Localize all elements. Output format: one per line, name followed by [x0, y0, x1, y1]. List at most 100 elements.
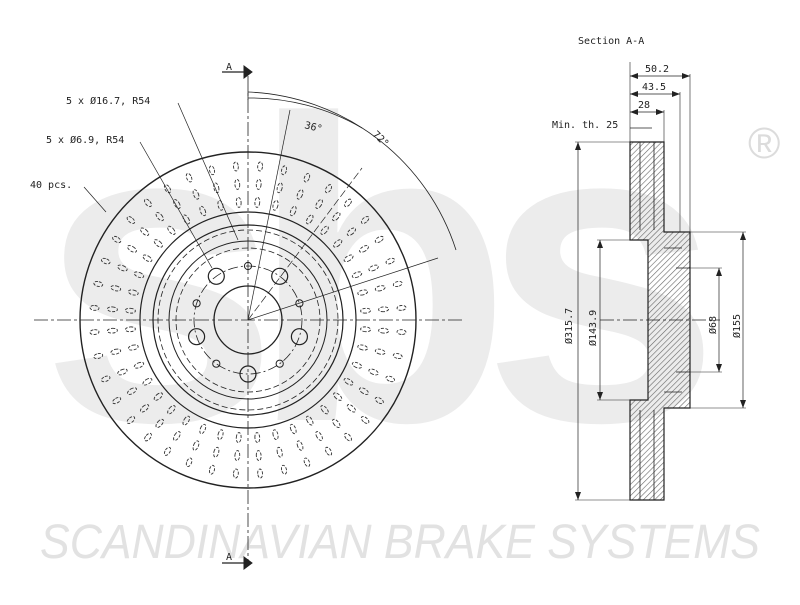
vent-slot: [208, 165, 216, 176]
vent-slot: [374, 396, 384, 405]
vent-slot: [185, 457, 193, 468]
vent-slot: [127, 344, 139, 351]
vent-slot: [324, 446, 333, 456]
watermark-registered-mark: ®: [748, 119, 780, 168]
vent-slots: [89, 161, 407, 479]
bolt-hole: [207, 267, 225, 285]
label-vent-count: 40 pcs.: [30, 180, 72, 191]
vent-slot: [140, 227, 150, 236]
vent-slot: [303, 172, 311, 183]
vent-slot: [93, 280, 104, 288]
vent-slot: [346, 227, 356, 236]
watermark-logo: sbs: [40, 32, 704, 512]
vent-slot: [289, 205, 297, 217]
vent-slot: [315, 431, 323, 441]
vent-slot: [396, 329, 407, 335]
dim-width-hat: 43.5: [642, 82, 666, 93]
vent-slot: [255, 450, 262, 462]
vent-slot: [276, 182, 283, 194]
dim-thickness: 28: [638, 100, 650, 111]
vent-slot: [360, 326, 372, 333]
vent-slot: [333, 392, 343, 401]
vent-slot: [357, 289, 369, 296]
bolt-holes: [188, 261, 308, 383]
vent-slot: [110, 285, 122, 292]
vent-slot: [305, 214, 314, 225]
vent-slot: [110, 348, 122, 355]
vent-slot: [332, 418, 341, 428]
vent-slot: [320, 225, 329, 235]
vent-slot: [378, 306, 390, 313]
vent-slot: [199, 205, 207, 217]
vent-slot: [374, 348, 386, 355]
vent-slot: [185, 172, 193, 183]
vent-slot: [332, 212, 341, 222]
vent-slot: [280, 165, 288, 176]
vent-slot: [234, 450, 241, 462]
vent-slot: [142, 377, 153, 386]
vent-slot: [140, 404, 150, 413]
vent-slot: [234, 178, 241, 190]
vent-slot: [359, 245, 369, 253]
vent-slot: [89, 329, 100, 335]
dim-center-bore: Ø68: [707, 316, 719, 334]
vent-slot: [257, 161, 263, 172]
vent-slot: [173, 431, 181, 441]
vent-slot: [280, 464, 288, 475]
vent-slot: [100, 257, 111, 265]
vent-slot: [126, 216, 136, 224]
vent-slot: [124, 326, 136, 333]
vent-slot: [199, 423, 207, 435]
vent-slot: [392, 352, 403, 360]
vent-slot: [133, 271, 145, 279]
vent-slot: [127, 245, 137, 253]
small-hole: [212, 359, 221, 368]
vent-slot: [106, 327, 118, 334]
vent-slot: [192, 440, 200, 451]
dim-width-total: 50.2: [645, 64, 669, 75]
vent-slot: [133, 361, 145, 369]
dim-inner-diameter: Ø143.9: [587, 310, 599, 346]
small-hole: [192, 299, 201, 308]
vent-slot: [360, 216, 370, 224]
front-view-labels: A A 5 x Ø16.7, R54 5 x Ø6.9, R54 40 pcs.…: [30, 62, 391, 563]
vent-slot: [254, 196, 261, 208]
vent-slot: [374, 235, 384, 244]
vent-slot: [360, 416, 370, 424]
vent-slot: [368, 264, 379, 272]
vent-slot: [305, 415, 314, 426]
vent-slot: [163, 446, 172, 456]
vent-slot: [272, 199, 279, 211]
vent-slot: [357, 344, 369, 351]
vent-slot: [208, 464, 216, 475]
min-thickness: Min. th. 25: [552, 120, 618, 131]
vent-slot: [344, 432, 352, 442]
vent-slot: [153, 392, 163, 401]
vent-slot: [254, 432, 261, 444]
vent-slot: [289, 423, 297, 435]
vent-slot: [167, 225, 176, 235]
vent-slot: [106, 306, 118, 313]
vent-slot: [100, 375, 111, 383]
vent-slot: [127, 289, 139, 296]
vent-slot: [153, 239, 163, 248]
vent-slot: [124, 307, 136, 314]
small-hole: [295, 299, 304, 308]
vent-slot: [167, 405, 176, 415]
vent-slot: [315, 199, 323, 209]
angle-36: 36°: [303, 120, 323, 135]
vent-slot: [112, 235, 122, 244]
dim-outer-diameter: Ø315.7: [563, 308, 575, 344]
vent-slot: [378, 327, 390, 334]
label-small-holes: 5 x Ø6.9, R54: [46, 134, 124, 146]
vent-slot: [255, 178, 262, 190]
watermark: sbs ® SCANDINAVIAN BRAKE SYSTEMS: [40, 32, 780, 569]
vent-slot: [182, 214, 191, 225]
vent-slot: [272, 429, 279, 441]
vent-slot: [333, 239, 343, 248]
vent-slot: [392, 280, 403, 288]
vent-slot: [368, 368, 379, 376]
vent-slot: [127, 387, 137, 395]
front-view: [34, 65, 462, 570]
